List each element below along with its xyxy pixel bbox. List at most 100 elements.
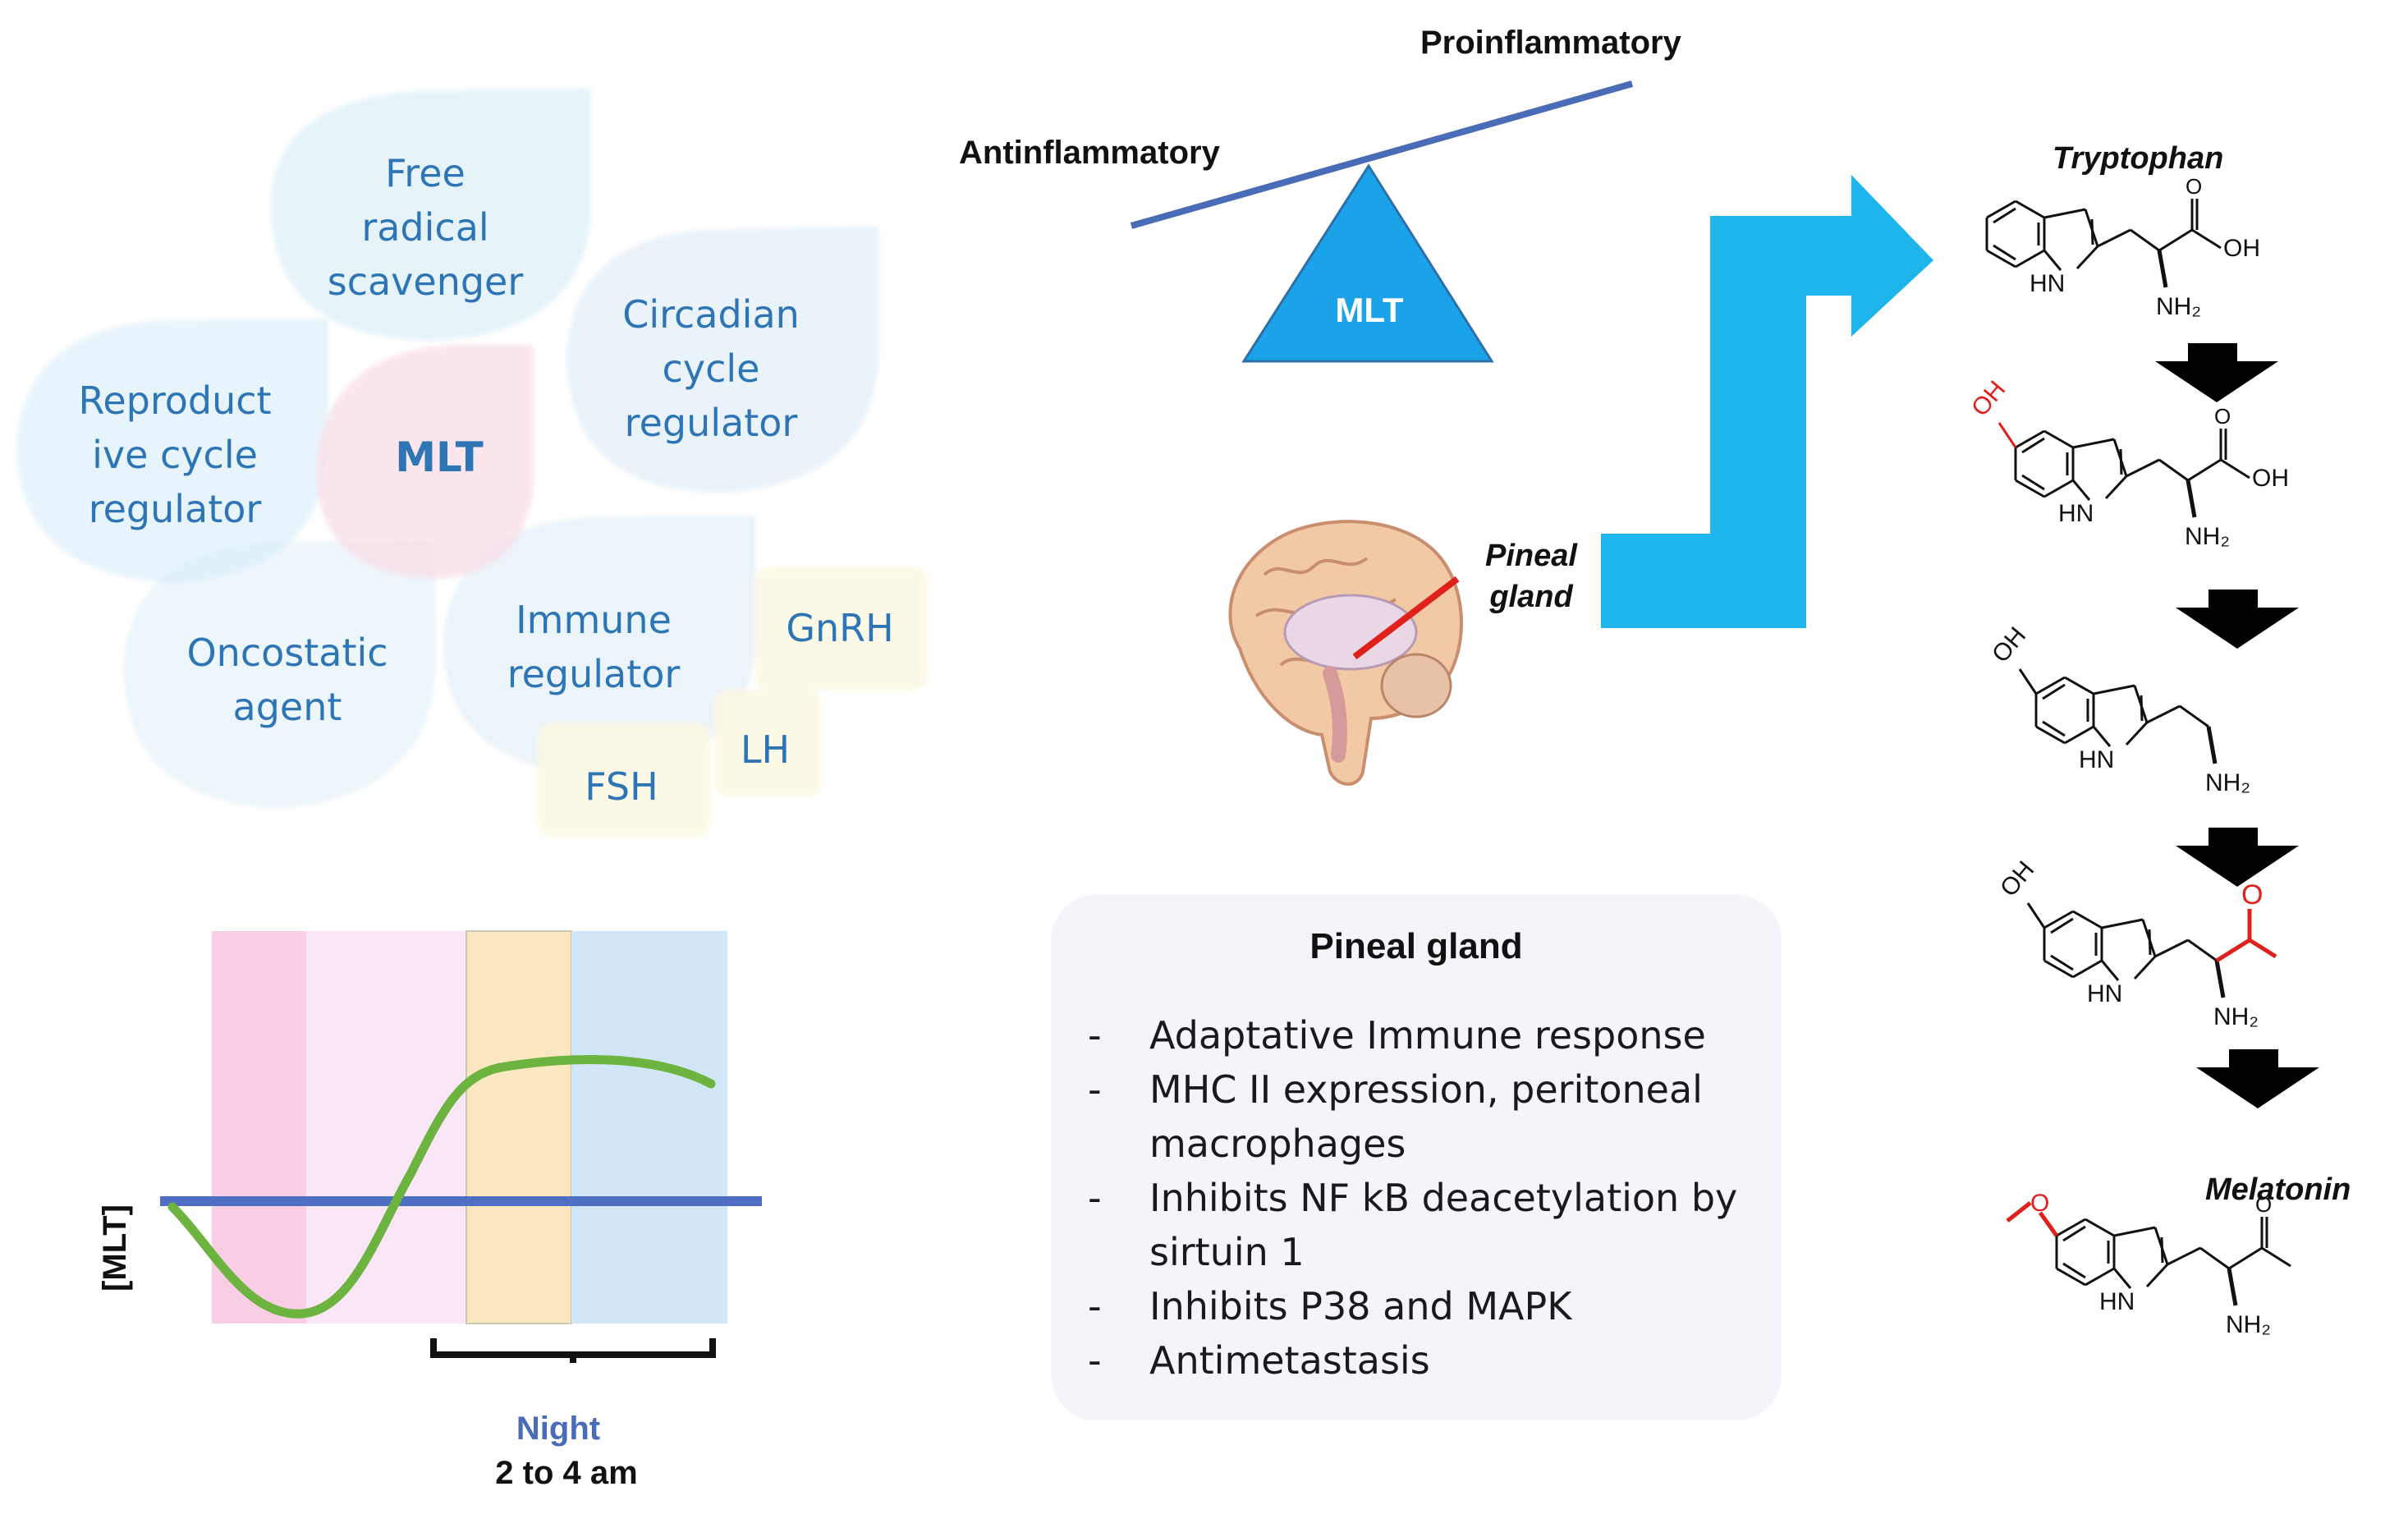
bond <box>2043 429 2074 449</box>
bond <box>2090 218 2094 245</box>
bond <box>2160 1236 2164 1264</box>
conversion-arrow-1 <box>2155 343 2278 402</box>
bond <box>2042 683 2066 700</box>
bond <box>2072 959 2103 979</box>
bond <box>2145 1263 2169 1288</box>
bond <box>2085 1218 2115 1237</box>
blob-oncostatic <box>123 540 435 809</box>
panel-list: -Adaptative Immune response-MHC II expre… <box>1051 1008 1790 1388</box>
bond <box>2148 929 2152 956</box>
atom-label: HN <box>2079 746 2114 773</box>
bond <box>2187 938 2218 962</box>
bond <box>2092 726 2112 747</box>
bond <box>2026 902 2046 929</box>
bond <box>2214 960 2226 998</box>
band-night <box>571 931 727 1324</box>
bond <box>2113 1226 2156 1237</box>
atom-label: NH₂ <box>2205 769 2250 796</box>
bond <box>2157 250 2168 288</box>
fsh-label: FSH <box>585 764 658 809</box>
bond <box>2043 250 2062 271</box>
panel-bullet: - <box>1088 1338 1102 1383</box>
bond <box>2072 438 2115 449</box>
conversion-arrow-4 <box>2196 1049 2319 1108</box>
night-label: Night <box>516 1411 601 1447</box>
bond <box>2015 479 2045 498</box>
bond <box>1997 422 2017 448</box>
bond <box>2104 475 2128 500</box>
y-axis-label: [MLT] <box>97 1204 133 1291</box>
bond <box>2021 474 2045 491</box>
bond <box>2133 955 2157 980</box>
bond <box>1986 249 2016 268</box>
bond <box>2100 960 2120 981</box>
bond <box>2097 228 2131 248</box>
panel-bullet: - <box>1088 1013 1102 1058</box>
atom-label: NH₂ <box>2156 293 2201 320</box>
bond <box>2035 725 2066 745</box>
bond <box>2075 245 2099 270</box>
panel-bullet: - <box>1088 1284 1102 1328</box>
blob-gnrh <box>755 567 928 690</box>
bond <box>2158 458 2189 482</box>
band-peak <box>466 930 572 1324</box>
atom-label: OH <box>1966 376 2011 422</box>
peak-time-label: 2 to 4 am <box>495 1455 638 1491</box>
bond <box>2043 479 2074 498</box>
bond <box>2215 938 2251 963</box>
bond <box>2227 1268 2238 1306</box>
blob-lh <box>714 690 821 796</box>
bond <box>2042 720 2066 737</box>
bond <box>1993 244 2016 261</box>
lh-label: LH <box>740 727 791 772</box>
atom-label: O <box>2186 174 2202 199</box>
bond <box>2126 458 2160 478</box>
bond <box>2187 458 2222 482</box>
bond <box>2050 917 2074 934</box>
bond <box>1993 207 2016 224</box>
function-blobs <box>16 89 928 837</box>
bond <box>2130 228 2160 252</box>
cerebellum <box>1380 653 1452 718</box>
atom-label: HN <box>2087 980 2122 1007</box>
panel-item: -Antimetastasis <box>1051 1333 1790 1388</box>
conversion-arrow-3 <box>2176 828 2299 887</box>
panel-item: -Inhibits P38 and MAPK <box>1051 1279 1790 1333</box>
atom-label: OH <box>1987 622 2031 668</box>
atom-label: OH <box>1995 856 2039 902</box>
conversion-arrow-2 <box>2176 590 2299 649</box>
bond <box>2158 228 2193 252</box>
bond <box>2167 1246 2201 1266</box>
bond <box>2186 479 2197 518</box>
bond <box>2206 726 2218 764</box>
band-evening <box>306 931 466 1324</box>
panel-item-line: Adaptative Immune response <box>1149 1013 1706 1058</box>
gnrh-label: GnRH <box>786 606 894 650</box>
bond <box>2050 954 2074 971</box>
bond <box>2085 1267 2115 1287</box>
panel-item-line: macrophages <box>1149 1122 1406 1166</box>
bond <box>2015 200 2045 219</box>
bond <box>2154 938 2189 958</box>
bond <box>2018 668 2038 695</box>
blob-free-radical <box>271 89 591 341</box>
bond <box>2035 676 2066 695</box>
fulcrum-label: MLT <box>1335 291 1404 329</box>
panel-item-line: Inhibits NF kB deacetylation by <box>1149 1176 1738 1220</box>
balance-fulcrum <box>1241 163 1494 363</box>
atom-label: O <box>2214 404 2231 429</box>
antiinflammatory-label: Antinflammatory <box>959 135 1220 171</box>
bond <box>2043 208 2086 219</box>
bond <box>2064 676 2094 695</box>
atom-label: NH₂ <box>2213 1003 2259 1030</box>
panel-item-line: MHC II expression, peritoneal <box>1149 1067 1703 1112</box>
bond <box>2191 228 2222 250</box>
brainstem <box>1323 666 1347 763</box>
